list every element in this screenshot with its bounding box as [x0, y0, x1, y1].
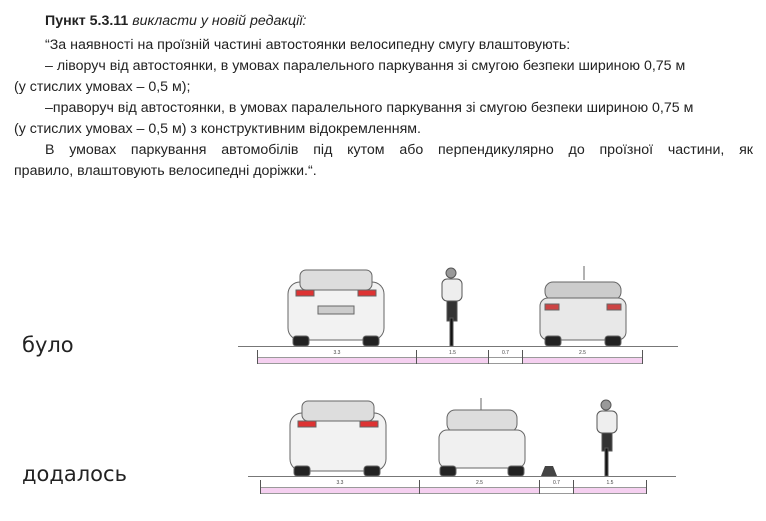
text-line: В умовах паркування автомобілів під куто… — [45, 142, 753, 158]
text-line: “За наявності на проїзній частині автост… — [45, 37, 571, 53]
dim-parking: 3.3 — [260, 480, 420, 494]
text-line: (у стислих умовах – 0,5 м) з конструктив… — [14, 121, 421, 137]
dim-buffer: 0.7 — [488, 350, 523, 364]
dim-buffer: 0.7 — [539, 480, 574, 494]
sedan-icon — [438, 398, 526, 477]
dim-bike-lane: 1.5 — [416, 350, 489, 364]
heading-italic: викласти у новій редакції: — [128, 13, 307, 29]
text-line: – ліворуч від автостоянки, в умовах пара… — [45, 58, 686, 74]
text-line: правило, влаштовують велосипедні доріжки… — [14, 163, 317, 179]
text-line: (у стислих умовах – 0,5 м); — [14, 79, 191, 95]
road-surface-before — [238, 346, 678, 347]
dim-parking: 3.3 — [257, 350, 417, 364]
sedan-icon — [539, 266, 627, 347]
cyclist-icon — [596, 399, 618, 477]
dim-parking: 2.5 — [522, 350, 643, 364]
suv-icon — [289, 400, 387, 477]
cyclist-icon — [441, 267, 463, 347]
dim-bike-lane: 1.5 — [573, 480, 647, 494]
text-line: –праворуч від автостоянки, в умовах пара… — [45, 100, 694, 116]
heading: Пункт 5.3.11 викласти у новій редакції: — [45, 12, 306, 30]
label-before: було — [22, 333, 74, 357]
curb-separator-icon — [541, 466, 557, 476]
suv-icon — [287, 269, 385, 347]
road-surface-after — [248, 476, 676, 477]
dim-parking: 2.5 — [419, 480, 540, 494]
label-after: додалось — [22, 462, 127, 486]
heading-bold: Пункт 5.3.11 — [45, 13, 129, 29]
